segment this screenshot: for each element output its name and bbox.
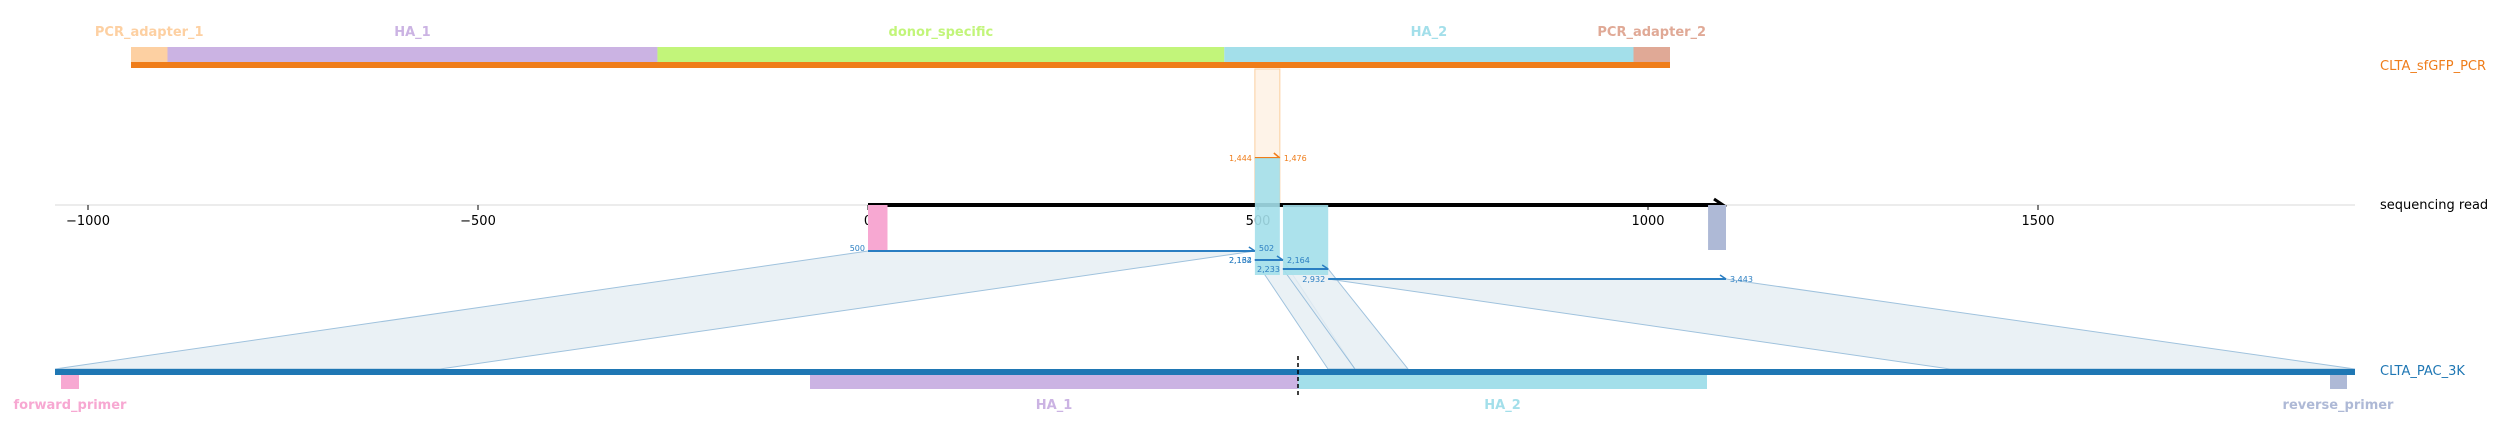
alignment-start-label-3: 2,932 — [1302, 275, 1325, 284]
read-axis-tick-label-0: −1000 — [66, 214, 110, 229]
read-axis-tick-label-5: 1500 — [2021, 214, 2054, 229]
alignment-fan-3 — [1328, 278, 2356, 370]
top-feature-1 — [167, 47, 658, 63]
read-ha2-mark-1 — [1282, 205, 1329, 275]
alignment-start-label-2: 2,233 — [1257, 265, 1280, 274]
alignment-end-label-2-0: 502 — [1259, 244, 1274, 253]
bottom-feature-1 — [810, 375, 1298, 389]
read-axis-tick-label-1: −500 — [460, 214, 496, 229]
top-feature-label-0: PCR_adapter_1 — [95, 25, 204, 40]
bottom-feature-label-2: HA_2 — [1484, 398, 1521, 413]
top-target-bar — [131, 62, 1670, 68]
top-alignment-arrowhead — [1273, 152, 1281, 159]
alignment-end-label-3: 3,443 — [1730, 275, 1753, 284]
alignment-start-label-1: 2,164 — [1229, 256, 1252, 265]
top-alignment-end-label: 1,476 — [1284, 154, 1307, 163]
bottom-feature-label-0: forward_primer — [14, 398, 128, 413]
top-feature-label-2: donor_specific — [889, 25, 994, 40]
alignment-end-label-1: 2,164 — [1287, 256, 1310, 265]
alignment-arrowhead-0 — [1248, 246, 1256, 252]
alignment-end-label-0: 2,132 — [1229, 256, 1252, 265]
alignment-arrowhead-1 — [1276, 255, 1284, 261]
top-feature-label-1: HA_1 — [394, 25, 431, 40]
read-primer-mark-1 — [1708, 205, 1726, 250]
top-alignment-start-label: 1,444 — [1229, 154, 1252, 163]
alignment-arrowhead-3 — [1719, 274, 1727, 280]
bottom-feature-3 — [2330, 375, 2347, 389]
top-target-track: PCR_adapter_1 HA_1 donor_specific HA_2 PCR_a… — [95, 25, 1706, 206]
read-name: sequencing read — [2380, 198, 2488, 213]
bottom-target-bar — [55, 369, 2355, 375]
top-feature-label-3: HA_2 — [1411, 25, 1448, 40]
bottom-target-name: CLTA_PAC_3K — [2380, 364, 2465, 379]
alignment-start-label-0: 500 — [850, 244, 865, 253]
top-feature-3 — [1224, 47, 1634, 63]
alignment-fans — [54, 250, 2356, 370]
bottom-feature-2 — [1298, 375, 1707, 389]
read-axis-tick-label-4: 1000 — [1631, 214, 1664, 229]
bottom-feature-label-3: reverse_primer — [2283, 398, 2395, 413]
read-ha2-mark-0 — [1254, 158, 1280, 275]
bottom-target-track: forward_primer HA_1 HA_2 reverse_primer — [14, 356, 2395, 413]
read-primer-mark-0 — [868, 205, 888, 250]
alignment-fan-0 — [54, 250, 1255, 370]
bottom-feature-label-1: HA_1 — [1036, 398, 1073, 413]
top-feature-0 — [131, 47, 168, 63]
bottom-feature-0 — [61, 375, 79, 389]
top-feature-2 — [657, 47, 1225, 63]
top-target-name: CLTA_sfGFP_PCR — [2380, 59, 2486, 74]
top-feature-4 — [1633, 47, 1670, 63]
read-track: −1000−5000500100015005002,1325022,1642,1… — [55, 158, 2355, 284]
alignment-arrowhead-2 — [1321, 264, 1329, 270]
top-feature-label-4: PCR_adapter_2 — [1597, 25, 1706, 40]
